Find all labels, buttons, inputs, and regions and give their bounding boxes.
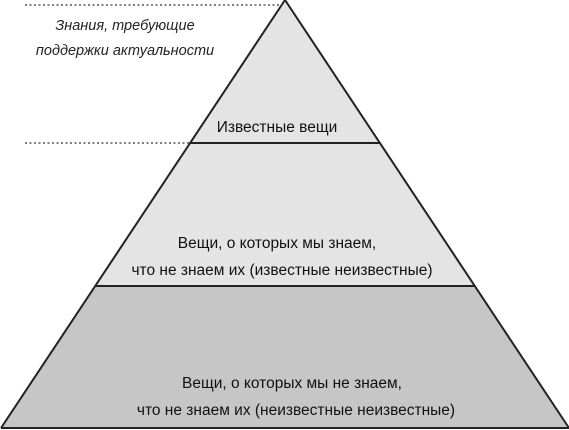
annotation-line-1: Знания, требующие: [55, 18, 194, 34]
tier-middle-label-line-2: что не знаем их (известные неизвестные): [131, 262, 432, 279]
pyramid-tier-bottom: [1, 286, 569, 428]
tier-bottom-label-line-1: Вещи, о которых мы не знаем,: [182, 375, 402, 392]
tier-bottom-label-line-2: что не знаем их (неизвестные неизвестные…: [137, 402, 455, 419]
pyramid-tier-middle: [95, 143, 475, 286]
annotation-line-2: поддержки актуальности: [36, 43, 214, 59]
tier-middle-label-line-1: Вещи, о которых мы знаем,: [178, 235, 376, 252]
pyramid-tier-top: [190, 0, 380, 143]
tier-top-label: Известные вещи: [217, 119, 338, 136]
